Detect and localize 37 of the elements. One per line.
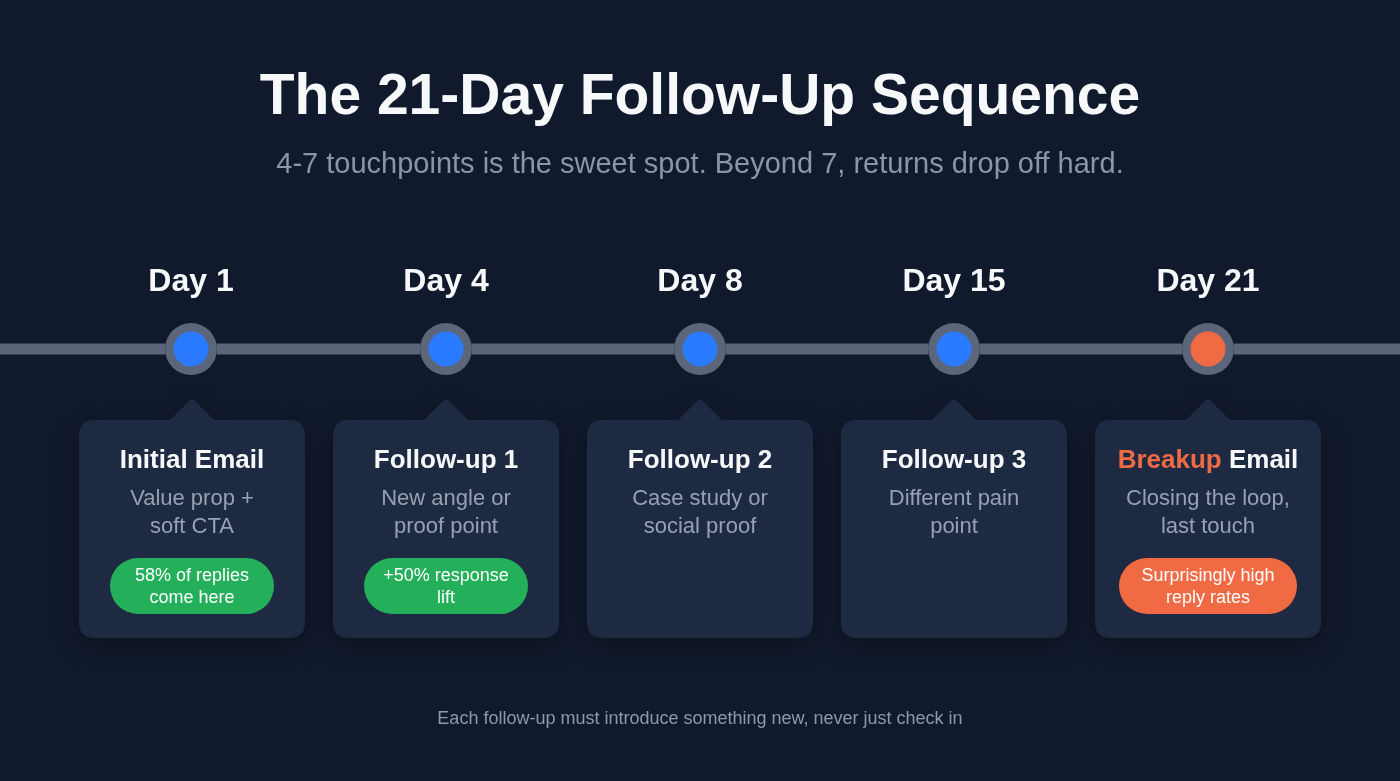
card-description: Value prop + soft CTA xyxy=(129,484,255,540)
timeline-line xyxy=(1234,343,1400,355)
stat-pill: Surprisingly high reply rates xyxy=(1119,558,1297,614)
subtitle: 4-7 touchpoints is the sweet spot. Beyond 7, returns drop off hard. xyxy=(276,146,1124,181)
timeline-line xyxy=(726,343,928,355)
stat-pill: +50% response lift xyxy=(364,558,528,614)
step-card xyxy=(841,398,1067,638)
day-label: Day 21 xyxy=(1156,261,1260,300)
day-label: Day 15 xyxy=(902,261,1006,300)
stat-pill: 58% of replies come here xyxy=(110,558,274,614)
card-title: Breakup Email xyxy=(1117,444,1299,474)
timeline-line xyxy=(217,343,420,355)
timeline-line xyxy=(472,343,674,355)
step-card xyxy=(587,398,813,638)
timeline-dot xyxy=(165,323,217,375)
card-title: Follow-up 3 xyxy=(881,444,1027,474)
timeline-line xyxy=(980,343,1182,355)
step-card xyxy=(1095,398,1321,638)
step-card xyxy=(333,398,559,638)
timeline-dot xyxy=(928,323,980,375)
title: The 21-Day Follow-Up Sequence xyxy=(259,62,1141,126)
timeline-line xyxy=(0,343,165,355)
card-title: Follow-up 1 xyxy=(373,444,519,474)
day-label: Day 8 xyxy=(657,261,743,300)
card-title: Follow-up 2 xyxy=(627,444,773,474)
card-description: New angle or proof point xyxy=(380,484,512,540)
card-title: Initial Email xyxy=(119,444,265,474)
step-card xyxy=(79,398,305,638)
card-description: Closing the loop, last touch xyxy=(1125,484,1291,540)
day-label: Day 4 xyxy=(403,261,489,300)
caption-note: Each follow-up must introduce something new, never just check in xyxy=(437,707,963,730)
card-description: Different pain point xyxy=(888,484,1020,540)
timeline-dot xyxy=(420,323,472,375)
timeline-dot xyxy=(674,323,726,375)
card-description: Case study or social proof xyxy=(631,484,769,540)
timeline-dot xyxy=(1182,323,1234,375)
day-label: Day 1 xyxy=(148,261,234,300)
